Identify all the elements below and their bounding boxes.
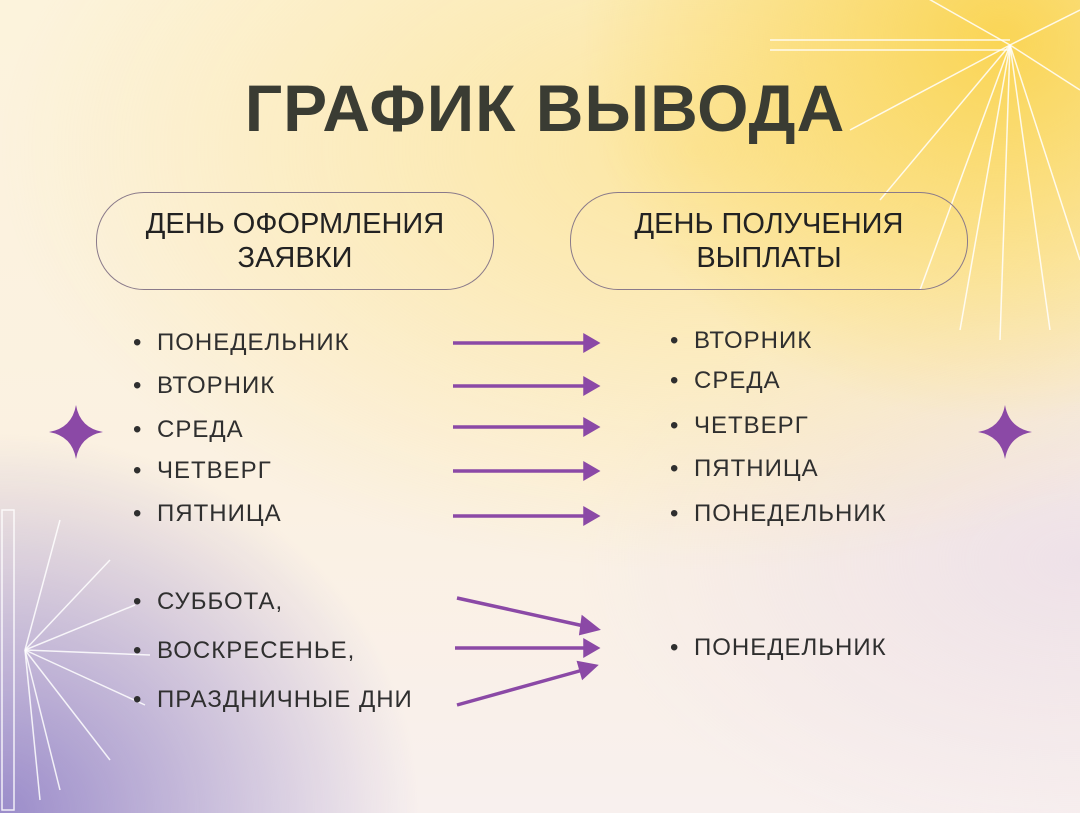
request-day-item: ВТОРНИК	[157, 372, 275, 400]
weekend-request-item: ВОСКРЕСЕНЬЕ,	[157, 637, 355, 665]
payout-day-item: СРЕДА	[694, 367, 781, 395]
payout-day-item: ВТОРНИК	[694, 327, 812, 355]
arrows	[453, 332, 601, 707]
arrow	[453, 416, 601, 438]
weekend-request-item: ПРАЗДНИЧНЫЕ ДНИ	[157, 686, 413, 714]
arrow	[455, 637, 601, 659]
sparkle-icon	[978, 405, 1032, 459]
sunburst-bottom-left	[1, 509, 151, 811]
header-line: ДЕНЬ ОФОРМЛЕНИЯ	[145, 208, 445, 240]
arrow	[453, 332, 601, 354]
arrow	[456, 596, 601, 636]
request-day-item: ЧЕТВЕРГ	[157, 457, 272, 485]
header-line: ВЫПЛАТЫ	[696, 242, 842, 274]
sparkle-icon	[49, 405, 103, 459]
request-day-item: СРЕДА	[157, 416, 244, 444]
arrow	[453, 375, 601, 397]
sunburst-top-right	[770, 0, 1080, 341]
arrow	[453, 460, 601, 482]
request-day-item: ПЯТНИЦА	[157, 500, 282, 528]
header-line: ДЕНЬ ПОЛУЧЕНИЯ	[634, 208, 904, 240]
header-line: ЗАЯВКИ	[237, 242, 353, 274]
payout-day-item: ПЯТНИЦА	[694, 455, 819, 483]
weekend-payout-item: ПОНЕДЕЛЬНИК	[694, 634, 887, 662]
page-title: ГРАФИК ВЫВОДА	[244, 71, 846, 145]
request-day-item: ПОНЕДЕЛЬНИК	[157, 329, 350, 357]
weekend-request-item: СУББОТА,	[157, 588, 283, 616]
arrow	[453, 505, 601, 527]
payout-day-item: ПОНЕДЕЛЬНИК	[694, 500, 887, 528]
arrow	[456, 660, 599, 707]
payout-day-item: ЧЕТВЕРГ	[694, 412, 809, 440]
